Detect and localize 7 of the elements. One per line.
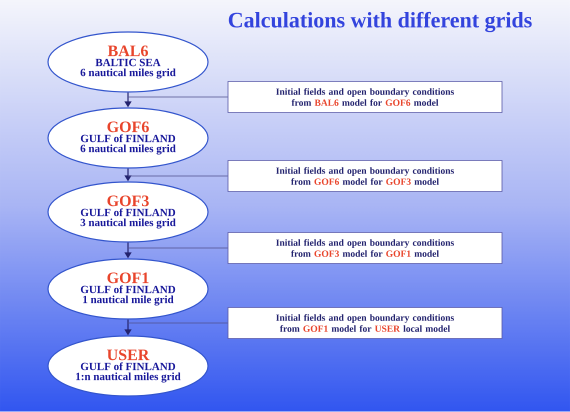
info-box: Initial fields and open boundary conditions from GOF6 model for GOF3 model: [228, 160, 502, 192]
connector-line: [128, 322, 228, 324]
info-box: Initial fields and open boundary conditions from BAL6 model for GOF6 model: [228, 81, 502, 113]
info-box: Initial fields and open boundary conditions from GOF1 model for USER local model: [228, 307, 502, 339]
info-box: Initial fields and open boundary conditions from GOF3 model for GOF1 model: [228, 232, 502, 264]
slide-title: Calculations with different grids: [228, 12, 532, 32]
connector-line: [128, 96, 228, 98]
